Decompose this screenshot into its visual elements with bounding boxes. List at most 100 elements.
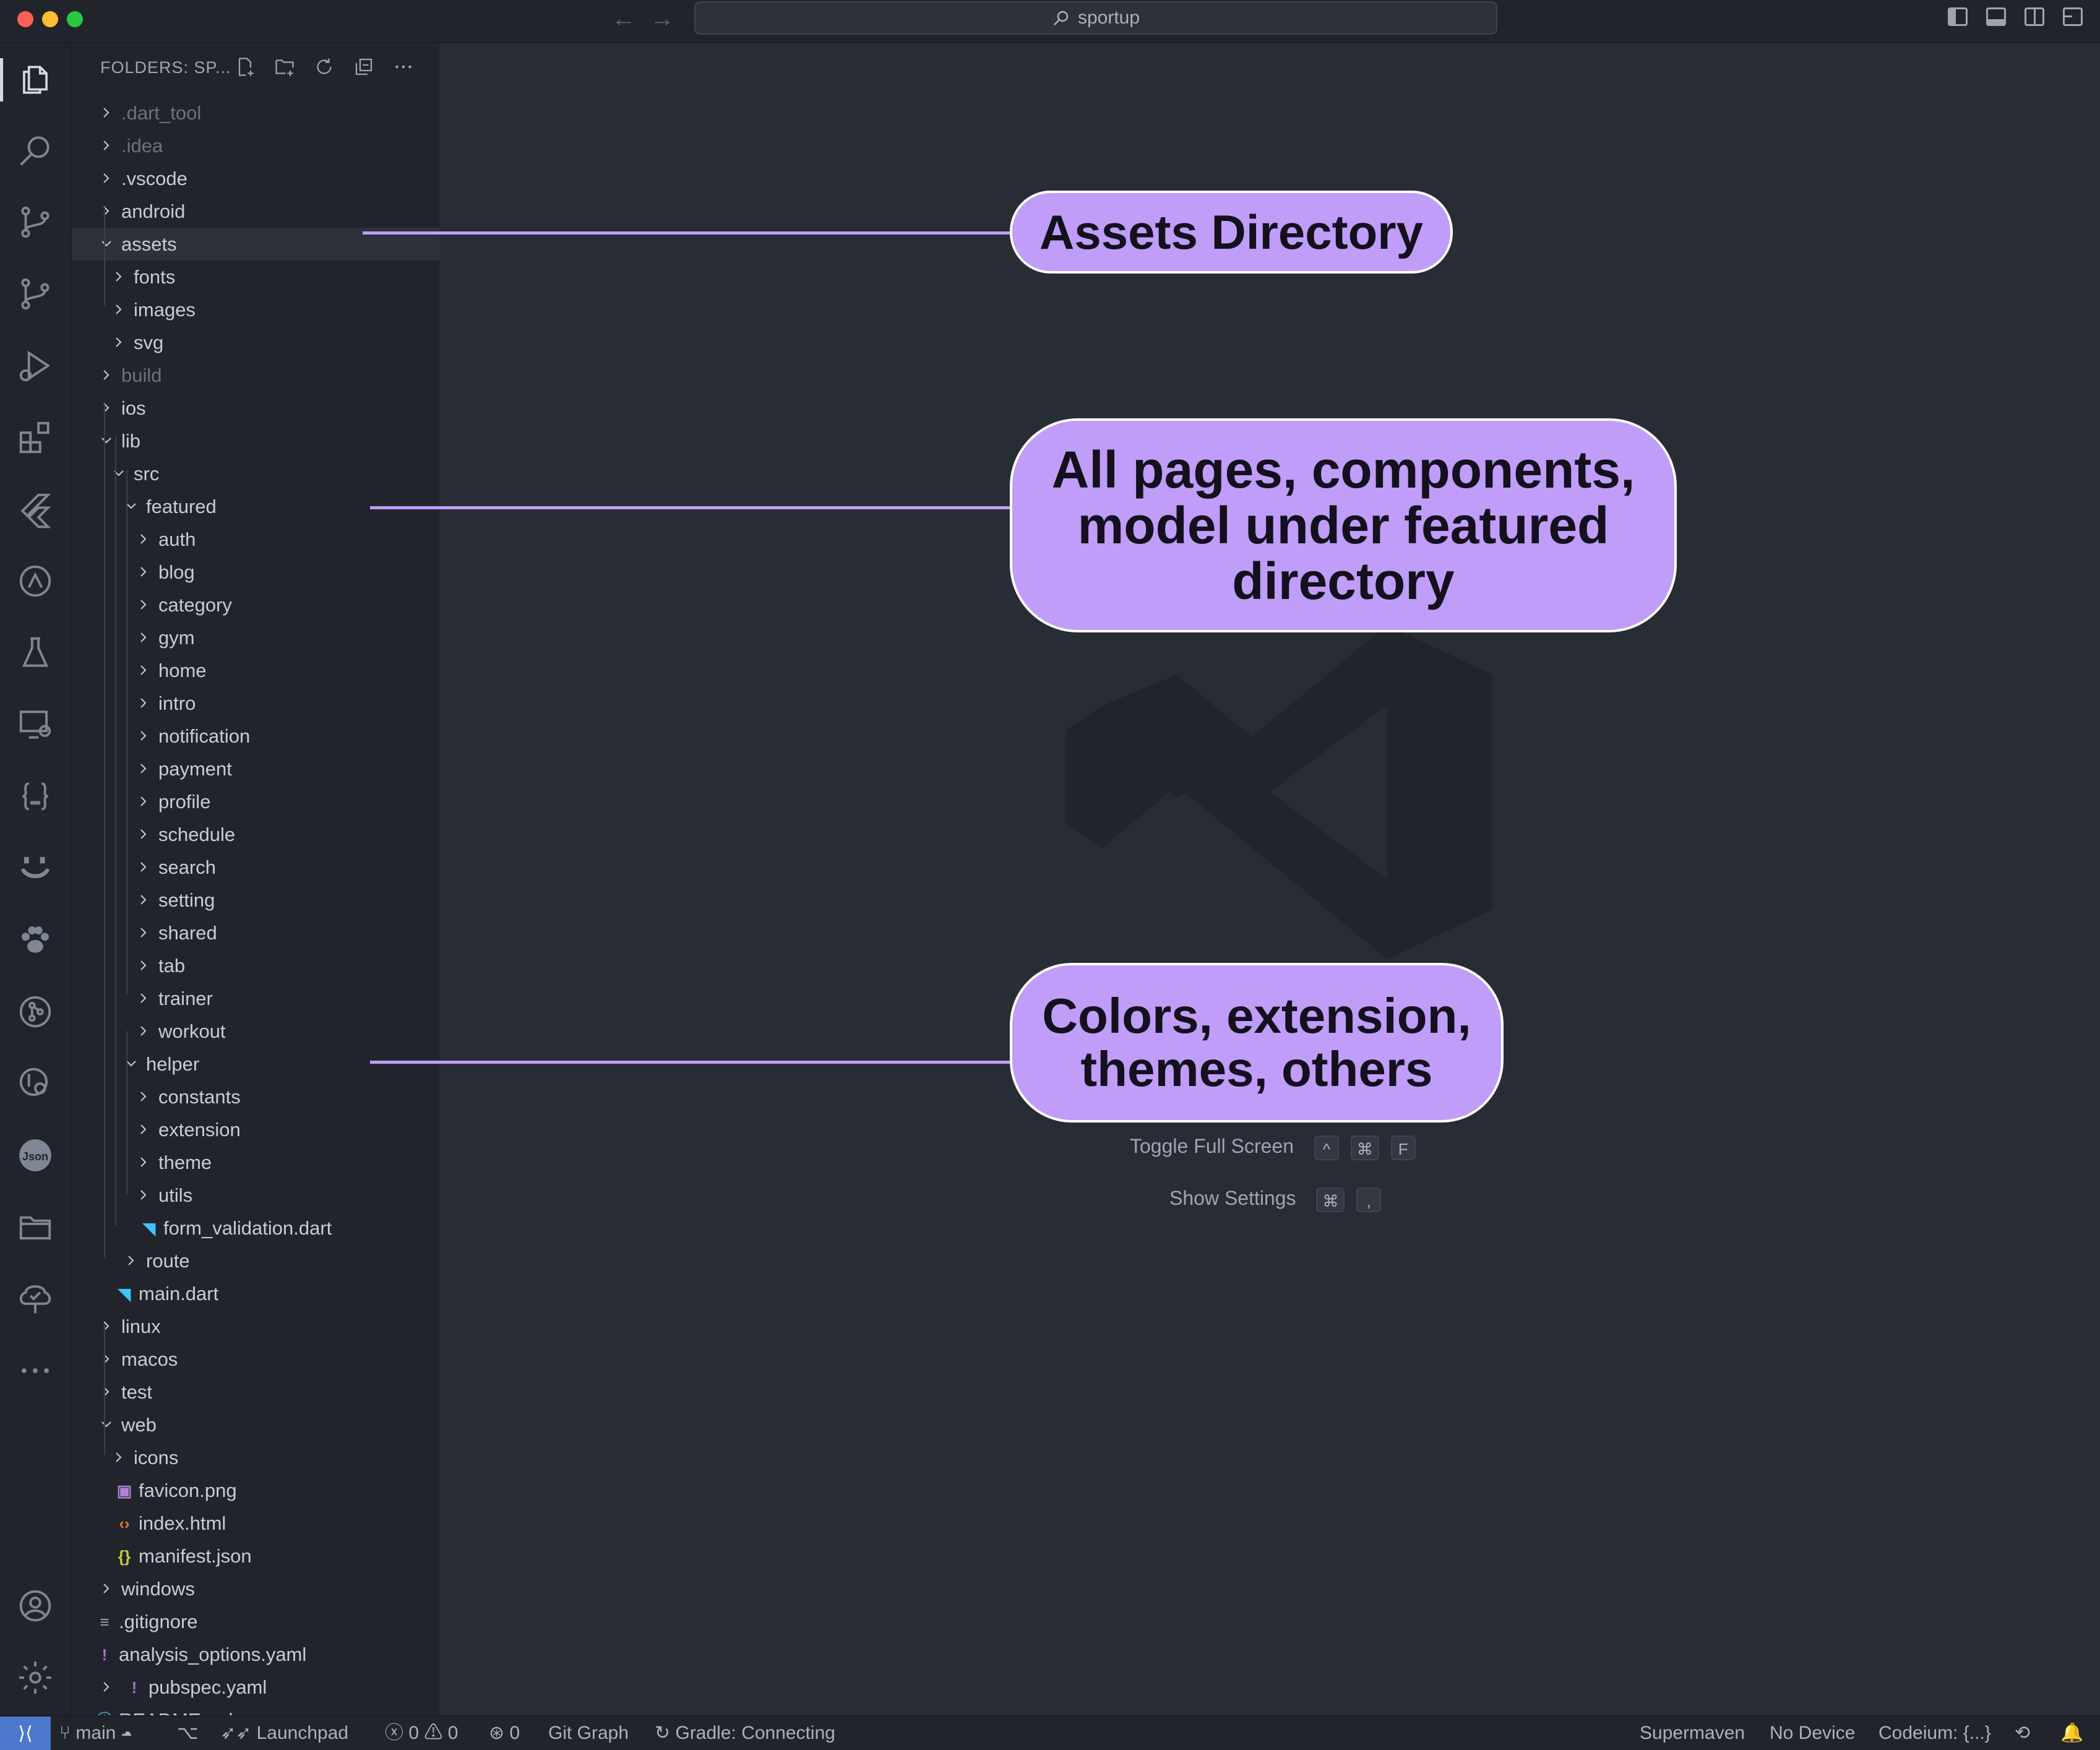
close-window-button[interactable]: [17, 11, 33, 27]
device-status[interactable]: No Device: [1770, 1723, 1856, 1743]
tree-item-featured[interactable]: featured: [72, 490, 439, 523]
search-icon[interactable]: [14, 129, 57, 172]
tree-item-auth[interactable]: auth: [72, 523, 439, 556]
tree-item-fonts[interactable]: fonts: [72, 261, 439, 293]
tree-item-search[interactable]: search: [72, 851, 439, 884]
notifications-bell-icon[interactable]: 🔔: [2060, 1723, 2084, 1743]
activity-bar: Json: [0, 43, 72, 1715]
tree-item-category[interactable]: category: [72, 588, 439, 621]
arc-icon[interactable]: [14, 559, 57, 603]
flutter-icon[interactable]: [14, 488, 57, 531]
tree-item-manifest-json[interactable]: {}manifest.json: [72, 1540, 439, 1572]
testing-icon[interactable]: [14, 631, 57, 675]
tree-item-android[interactable]: android: [72, 195, 439, 228]
paw-icon[interactable]: [14, 918, 57, 962]
indent-guide: [126, 470, 127, 994]
settings-gear-icon[interactable]: [14, 1656, 57, 1699]
tree-item-schedule[interactable]: schedule: [72, 818, 439, 851]
tree-item-favicon-png[interactable]: ▣favicon.png: [72, 1474, 439, 1507]
tree-item-macos[interactable]: macos: [72, 1343, 439, 1376]
extensions-icon[interactable]: [14, 416, 57, 459]
tree-item-linux[interactable]: linux: [72, 1310, 439, 1343]
maximize-window-button[interactable]: [67, 11, 83, 27]
tree-item-trainer[interactable]: trainer: [72, 982, 439, 1015]
codeium-status[interactable]: Codeium: {...}: [1878, 1723, 1991, 1743]
tree-item-main-dart[interactable]: ◥main.dart: [72, 1277, 439, 1310]
tree-item-images[interactable]: images: [72, 293, 439, 326]
tree-item-gym[interactable]: gym: [72, 621, 439, 654]
branch-status[interactable]: ⑂ main ☁: [59, 1717, 132, 1750]
run-debug-icon[interactable]: [14, 344, 57, 387]
explorer-icon[interactable]: [0, 58, 57, 101]
new-folder-icon[interactable]: [273, 56, 296, 78]
customize-layout-icon[interactable]: [2063, 7, 2083, 26]
json-tools-icon[interactable]: Json: [14, 1134, 57, 1177]
tree-check-icon[interactable]: [14, 1277, 57, 1321]
git-fetch-icon[interactable]: ⌥: [177, 1723, 199, 1743]
tree-item-extension[interactable]: extension: [72, 1113, 439, 1146]
git-lens-inspect-icon[interactable]: [14, 1062, 57, 1105]
tree-item-web[interactable]: web: [72, 1408, 439, 1441]
refresh-icon[interactable]: [313, 56, 335, 78]
more-actions-icon[interactable]: [392, 56, 415, 78]
command-center-search[interactable]: sportup: [694, 1, 1497, 35]
tree-item-shared[interactable]: shared: [72, 916, 439, 949]
more-icon[interactable]: [14, 1349, 57, 1392]
tree-item-utils[interactable]: utils: [72, 1179, 439, 1212]
toggle-primary-sidebar-icon[interactable]: [1948, 7, 1968, 26]
tree-item-ios[interactable]: ios: [72, 392, 439, 425]
remote-explorer-icon[interactable]: [14, 703, 57, 746]
tree-item-helper[interactable]: helper: [72, 1048, 439, 1080]
tree-item-svg[interactable]: svg: [72, 326, 439, 359]
tree-item-lib[interactable]: lib: [72, 425, 439, 457]
back-arrow-icon[interactable]: ←: [611, 5, 636, 32]
tree-item-pubspec-yaml[interactable]: !pubspec.yaml: [72, 1671, 439, 1704]
tree-item-notification[interactable]: notification: [72, 720, 439, 752]
gradle-status[interactable]: ↻ Gradle: Connecting: [655, 1717, 835, 1750]
minimize-window-button[interactable]: [42, 11, 58, 27]
new-file-icon[interactable]: [234, 56, 256, 78]
tree-item-build[interactable]: build: [72, 359, 439, 392]
history-icon[interactable]: ⟲: [2015, 1723, 2031, 1743]
toggle-panel-icon[interactable]: [1986, 7, 2006, 26]
launchpad-status[interactable]: ➶➶ Launchpad: [220, 1717, 348, 1750]
tree-item-vscode[interactable]: .vscode: [72, 162, 439, 195]
project-manager-icon[interactable]: [14, 1205, 57, 1249]
forward-arrow-icon[interactable]: →: [650, 5, 674, 32]
tree-item-constants[interactable]: constants: [72, 1080, 439, 1113]
tree-item-src[interactable]: src: [72, 457, 439, 490]
collapse-all-icon[interactable]: [353, 56, 375, 78]
tree-item-form-validation-dart[interactable]: ◥form_validation.dart: [72, 1212, 439, 1244]
tree-item-blog[interactable]: blog: [72, 556, 439, 588]
json-braces-icon[interactable]: [14, 775, 57, 818]
git-lens-icon[interactable]: [14, 990, 57, 1033]
tree-item-workout[interactable]: workout: [72, 1015, 439, 1048]
tree-item-dart-tool[interactable]: .dart_tool: [72, 97, 439, 129]
copilot-smile-icon[interactable]: [14, 847, 57, 890]
tree-item-setting[interactable]: setting: [72, 884, 439, 916]
tree-item-home[interactable]: home: [72, 654, 439, 687]
accounts-icon[interactable]: [14, 1584, 57, 1627]
tree-item-icons[interactable]: icons: [72, 1441, 439, 1474]
tree-item-profile[interactable]: profile: [72, 785, 439, 818]
tree-item-index-html[interactable]: ‹›index.html: [72, 1507, 439, 1540]
tree-item-readme-md[interactable]: ⓘREADME.md: [72, 1704, 439, 1715]
problems-status[interactable]: ⓧ 0 ⚠ 0: [385, 1717, 458, 1750]
source-control-icon[interactable]: [14, 200, 57, 244]
tree-item-tab[interactable]: tab: [72, 949, 439, 982]
tree-item-test[interactable]: test: [72, 1376, 439, 1408]
tree-item-payment[interactable]: payment: [72, 752, 439, 785]
toggle-secondary-sidebar-icon[interactable]: [2025, 7, 2044, 26]
source-control-graph-icon[interactable]: [14, 272, 57, 316]
remote-indicator-icon[interactable]: ⟩⟨: [0, 1717, 51, 1750]
tree-item-windows[interactable]: windows: [72, 1572, 439, 1605]
tree-item-route[interactable]: route: [72, 1244, 439, 1277]
tree-item-analysis-options-yaml[interactable]: !analysis_options.yaml: [72, 1638, 439, 1671]
tree-item-intro[interactable]: intro: [72, 687, 439, 720]
supermaven-status[interactable]: Supermaven: [1640, 1723, 1745, 1743]
tree-item-theme[interactable]: theme: [72, 1146, 439, 1179]
git-graph-button[interactable]: Git Graph: [548, 1723, 629, 1743]
ports-status[interactable]: ⊛ 0: [489, 1717, 520, 1750]
tree-item-gitignore[interactable]: ≡.gitignore: [72, 1605, 439, 1638]
tree-item-idea[interactable]: .idea: [72, 129, 439, 162]
